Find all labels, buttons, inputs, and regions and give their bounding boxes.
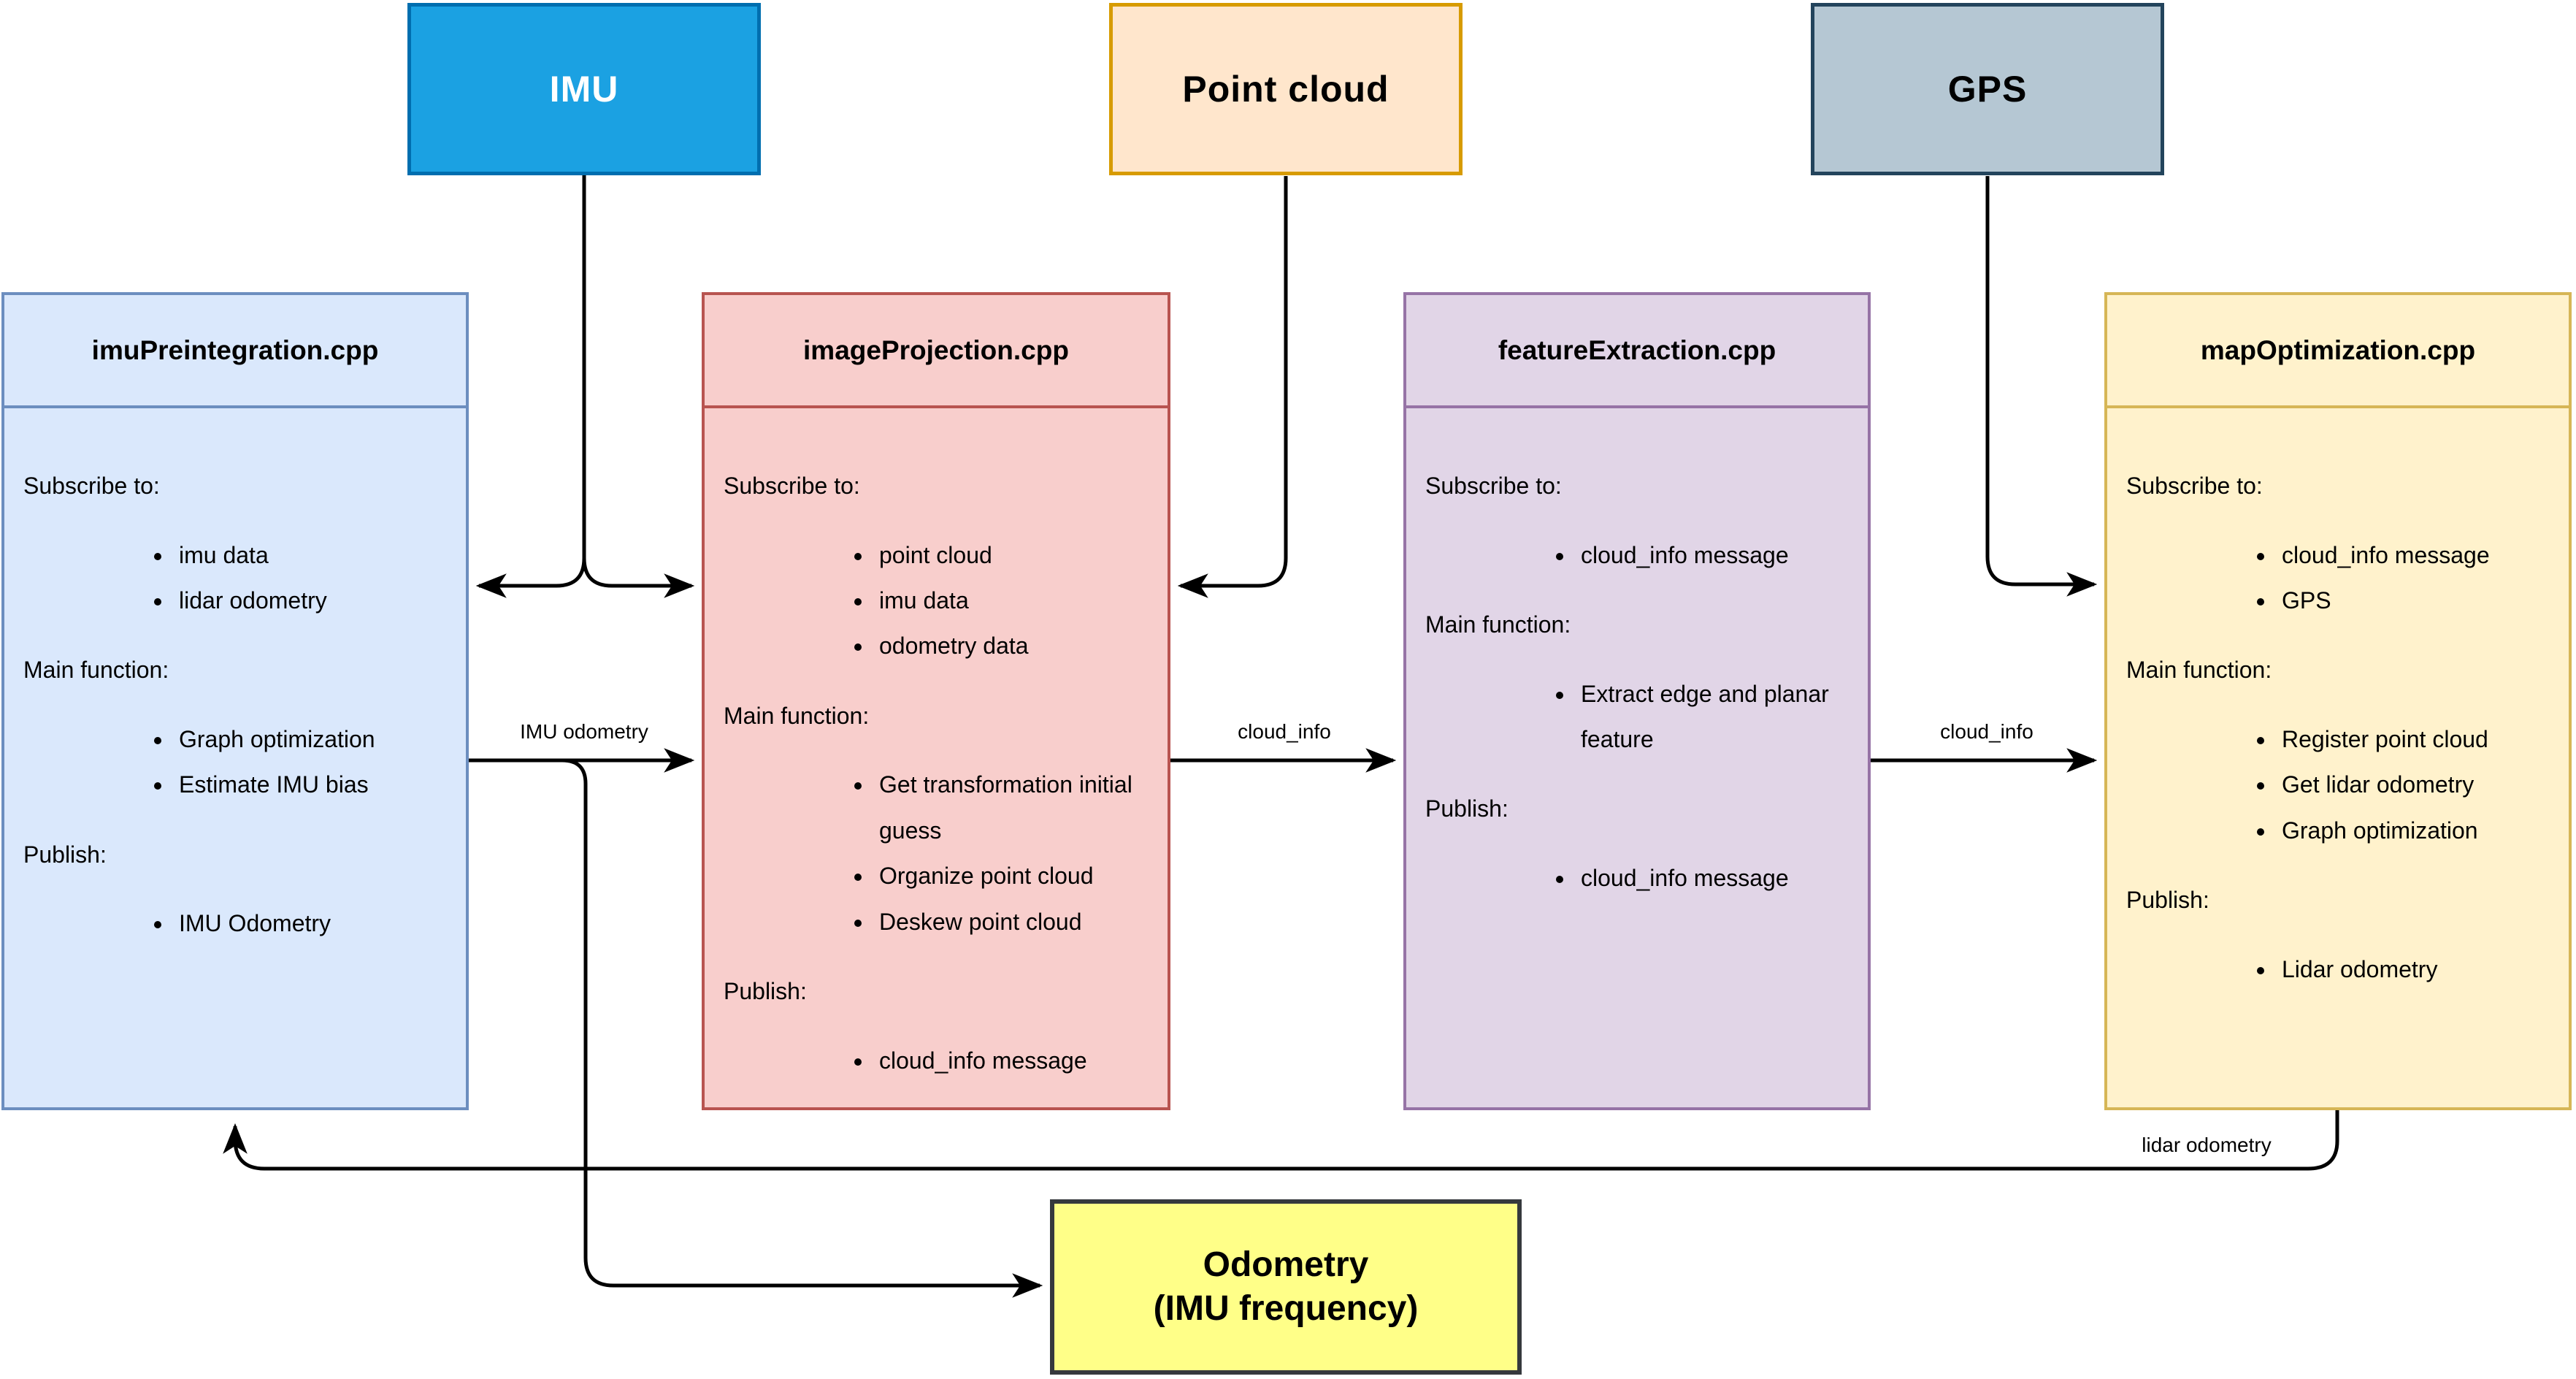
node-odometry-output: Odometry (IMU frequency): [1050, 1199, 1522, 1375]
section-title: Publish:: [724, 977, 807, 1004]
node-gps-label: GPS: [1947, 69, 2028, 110]
bullet-item: Extract edge and planar feature: [1575, 671, 1855, 763]
node-odometry-label-line2: (IMU frequency): [1153, 1289, 1419, 1328]
module-title-text: imageProjection.cpp: [803, 335, 1069, 365]
bullet-item: GPS: [2276, 578, 2556, 623]
section-bullet-list: cloud_info message: [724, 1038, 1154, 1083]
module-image-projection: imageProjection.cpp Subscribe to: point c…: [702, 292, 1170, 1110]
bullet-item: Graph optimization: [2276, 808, 2556, 853]
section-title: Subscribe to:: [1425, 473, 1562, 499]
edge-label-cloud-info-2: cloud_info: [1936, 720, 2038, 744]
section-bullet-list: Lidar odometry: [2126, 947, 2556, 992]
bullet-item: Get transformation initial guess: [873, 762, 1154, 853]
arrow-pointcloud-to-imageprojection: [1177, 176, 1288, 598]
bullet-item: cloud_info message: [1575, 855, 1855, 901]
bullet-item: Estimate IMU bias: [173, 762, 453, 807]
bullet-item: imu data: [873, 578, 1154, 623]
section-bullet-list: IMU Odometry: [23, 901, 453, 946]
section-title: Subscribe to:: [23, 473, 160, 499]
section-title: Publish:: [23, 841, 107, 868]
section-bullet-list: imu datalidar odometry: [23, 532, 453, 624]
bullet-item: Graph optimization: [173, 717, 453, 762]
arrow-gps-to-mapoptimization: [1985, 176, 2098, 597]
arrow-imu-to-imageprojection: [582, 557, 695, 598]
section-title: Main function:: [724, 702, 870, 729]
section-bullet-list: Graph optimizationEstimate IMU bias: [23, 717, 453, 808]
module-title-text: featureExtraction.cpp: [1498, 335, 1776, 365]
node-odometry-label-line1: Odometry: [1203, 1245, 1369, 1284]
bullet-item: point cloud: [873, 532, 1154, 578]
section-bullet-list: cloud_info message: [1425, 532, 1855, 578]
section-title: Subscribe to:: [724, 473, 860, 499]
bullet-item: Organize point cloud: [873, 853, 1154, 898]
bullet-item: Register point cloud: [2276, 717, 2556, 762]
bullet-item: cloud_info message: [1575, 532, 1855, 578]
edge-label-lidar-odometry: lidar odometry: [2137, 1134, 2276, 1157]
section-title: Main function:: [23, 657, 169, 684]
section-bullet-list: point cloudimu dataodometry data: [724, 532, 1154, 669]
bullet-item: cloud_info message: [2276, 532, 2556, 578]
section-title: Main function:: [1425, 611, 1571, 638]
section-bullet-list: cloud_info message: [1425, 855, 1855, 901]
module-title-text: imuPreintegration.cpp: [91, 335, 379, 365]
bullet-item: odometry data: [873, 623, 1154, 668]
section-title: Publish:: [2126, 887, 2209, 914]
node-imu-label: IMU: [549, 69, 619, 110]
section-title: Publish:: [1425, 795, 1509, 822]
module-body: Subscribe to: imu datalidar odometryMain …: [4, 408, 466, 947]
module-title: imuPreintegration.cpp: [4, 295, 466, 408]
node-imu: IMU: [407, 3, 761, 175]
module-title: imageProjection.cpp: [705, 295, 1168, 408]
node-gps: GPS: [1811, 3, 2164, 175]
bullet-item: imu data: [173, 532, 453, 578]
module-title: featureExtraction.cpp: [1406, 295, 1868, 408]
module-title: mapOptimization.cpp: [2107, 295, 2569, 408]
module-imu-preintegration: imuPreintegration.cpp Subscribe to: imu d…: [1, 292, 469, 1110]
bullet-item: Get lidar odometry: [2276, 762, 2556, 807]
bullet-item: cloud_info message: [873, 1038, 1154, 1083]
section-bullet-list: Register point cloudGet lidar odometryGr…: [2126, 717, 2556, 853]
bullet-item: Deskew point cloud: [873, 899, 1154, 944]
arrow-lidar-odometry-feedback: [223, 1110, 2339, 1171]
module-title-text: mapOptimization.cpp: [2200, 335, 2476, 365]
module-body: Subscribe to: point cloudimu dataodometry…: [705, 408, 1168, 1083]
bullet-item: IMU Odometry: [173, 901, 453, 946]
section-title: Main function:: [2126, 657, 2272, 684]
module-map-optimization: mapOptimization.cpp Subscribe to: cloud_i…: [2104, 292, 2572, 1110]
bullet-item: Lidar odometry: [2276, 947, 2556, 992]
section-title: Subscribe to:: [2126, 473, 2263, 499]
section-bullet-list: Get transformation initial guessOrganize…: [724, 762, 1154, 944]
module-body: Subscribe to: cloud_info messageGPS Main f…: [2107, 408, 2569, 992]
edge-label-imu-odometry: IMU odometry: [515, 720, 653, 744]
bullet-item: lidar odometry: [173, 578, 453, 623]
edge-label-cloud-info-1: cloud_info: [1233, 720, 1335, 744]
arrow-imu-to-imupreintegration: [475, 175, 586, 598]
node-point-cloud-label: Point cloud: [1182, 69, 1389, 110]
node-point-cloud: Point cloud: [1109, 3, 1463, 175]
section-bullet-list: cloud_info messageGPS: [2126, 532, 2556, 624]
section-bullet-list: Extract edge and planar feature: [1425, 671, 1855, 763]
module-feature-extraction: featureExtraction.cpp Subscribe to: cloud…: [1403, 292, 1871, 1110]
